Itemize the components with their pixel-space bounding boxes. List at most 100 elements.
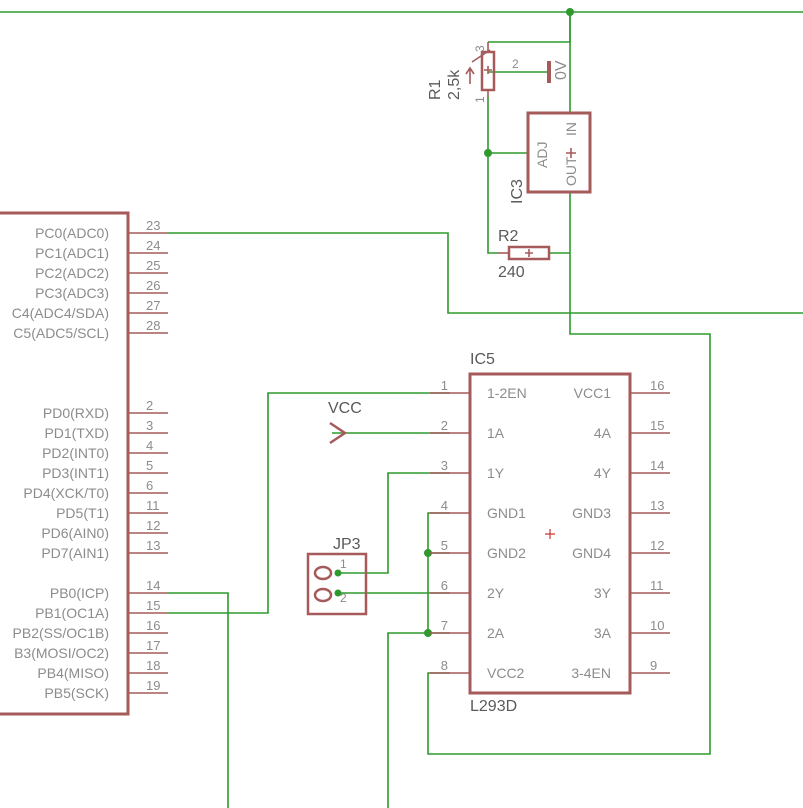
ic3-body: [526, 111, 592, 194]
mcu-pin-name: PB0(ICP): [50, 585, 109, 601]
ic5-right-pin-number: 14: [650, 458, 664, 473]
r1-plus-mark: [484, 66, 492, 74]
ic5-right-pin-number: 11: [650, 578, 664, 593]
ic5-right-pin-name: 4A: [594, 425, 612, 441]
mcu-pin-name: PD0(RXD): [43, 405, 109, 421]
ic5-left-pin-name: GND1: [487, 505, 526, 521]
mcu-pin-number: 15: [146, 598, 160, 613]
mcu-pin-number: 12: [146, 518, 160, 533]
ic5-body: [468, 372, 632, 695]
wire-rail-to-r1: [488, 12, 571, 43]
wires: [0, 11, 803, 808]
ic5-left-pin-name: 2A: [487, 625, 505, 641]
ic5-left-pin-name: GND2: [487, 545, 526, 561]
mcu-pin-name: PC2(ADC2): [35, 265, 109, 281]
ic5-name: IC5: [470, 351, 495, 368]
mcu-pin-number: 4: [146, 438, 153, 453]
ic3-name: IC3: [509, 179, 526, 204]
jp3-pad-1: [313, 565, 333, 581]
ic5-right-pin-name: VCC1: [574, 385, 612, 401]
ic5-left-pin-number: 3: [441, 458, 448, 473]
mcu-pin-name: PB2(SS/OC1B): [13, 625, 109, 641]
ic5-left-pin-number: 1: [441, 378, 448, 393]
mcu-pin-name: PD3(INT1): [42, 465, 109, 481]
mcu-body: [0, 211, 130, 716]
r1-pin3-num: 3: [473, 45, 487, 52]
mcu-pin-name: B3(MOSI/OC2): [14, 645, 109, 661]
wire-ic3-out: [427, 193, 711, 755]
vcc-arrow: [329, 421, 348, 445]
mcu-pin-name: PB4(MISO): [37, 665, 109, 681]
vcc-label: VCC: [328, 400, 362, 417]
mcu-pin-name: PD1(TXD): [44, 425, 109, 441]
jp3-pin1-num: 1: [340, 557, 347, 571]
r2-value: 240: [498, 264, 525, 281]
mcu-pin-number: 17: [146, 638, 160, 653]
wire-pc0: [168, 232, 803, 314]
ic5-left-pin-number: 4: [441, 498, 448, 513]
ic3-adj-label: ADJ: [534, 142, 550, 168]
junction-dot: [484, 149, 492, 157]
mcu-pin-name: PC1(ADC1): [35, 245, 109, 261]
mcu-pin-number: 2: [146, 398, 153, 413]
r2-plus-mark: [525, 249, 533, 257]
r1-pin1-num: 1: [473, 96, 487, 103]
ic5-left-pin-name: 1-2EN: [487, 385, 527, 401]
wire-pb1-en: [168, 392, 450, 614]
r1-wiper-arrow: [465, 49, 491, 84]
mcu-pin-number: 25: [146, 258, 160, 273]
wire-gnd-bus: [427, 512, 450, 633]
ic5-right-pin-number: 10: [650, 618, 664, 633]
mcu-pin-number: 24: [146, 238, 160, 253]
mcu-symbol: PC0(ADC0)23PC1(ADC1)24PC2(ADC2)25PC3(ADC…: [0, 211, 168, 716]
junction-dot: [424, 629, 432, 637]
jp3-pad-2: [313, 587, 333, 603]
wire-pb0: [168, 592, 229, 808]
junction-dot: [334, 589, 342, 597]
ic5-left-pin-name: VCC2: [487, 665, 525, 681]
ic5-right-pin-number: 13: [650, 498, 664, 513]
junction-dot: [334, 569, 342, 577]
mcu-pin-list: PC0(ADC0)23PC1(ADC1)24PC2(ADC2)25PC3(ADC…: [12, 218, 168, 701]
mcu-pin-number: 27: [146, 298, 160, 313]
vcc-symbol: VCC: [328, 400, 362, 445]
ic5-part: L293D: [470, 698, 517, 715]
mcu-pin-number: 23: [146, 218, 160, 233]
ic3-plus-mark: [566, 148, 576, 158]
junctions: [334, 8, 574, 637]
ic5-right-pin-name: 3-4EN: [571, 665, 611, 681]
r2-resistor: R2 240: [497, 228, 551, 281]
mcu-pin-name: PC0(ADC0): [35, 225, 109, 241]
ic5-left-pin-number: 6: [441, 578, 448, 593]
ic5-right-pin-number: 12: [650, 538, 664, 553]
mcu-pin-number: 14: [146, 578, 160, 593]
ic5-left-pin-number: 7: [441, 618, 448, 633]
wire-adj-node: [487, 97, 497, 254]
ic5-right-pin-name: GND3: [572, 505, 611, 521]
ic5-left-pin-name: 1Y: [487, 465, 505, 481]
jp3-name: JP3: [333, 536, 361, 553]
mcu-pin-name: PD4(XCK/T0): [23, 485, 109, 501]
mcu-pin-number: 28: [146, 318, 160, 333]
ic5-right-pin-number: 15: [650, 418, 664, 433]
ic5-right-pin-name: 3A: [594, 625, 612, 641]
ic5-right-pin-number: 9: [650, 658, 657, 673]
mcu-pin-number: 11: [146, 498, 160, 513]
mcu-pin-number: 16: [146, 618, 160, 633]
r2-name: R2: [498, 228, 519, 245]
ic5-right-pin-name: 4Y: [594, 465, 612, 481]
ic3-out-label: OUT: [563, 156, 579, 186]
ground-0v-symbol: 0V: [547, 60, 570, 83]
wire-1y-jp3: [338, 472, 450, 574]
mcu-pin-name: PB5(SCK): [44, 685, 109, 701]
junction-dot: [424, 549, 432, 557]
ic5-center-mark: [545, 529, 555, 539]
mcu-pin-name: PD6(AIN0): [41, 525, 109, 541]
mcu-pin-name: PD7(AIN1): [41, 545, 109, 561]
ic5-left-pin-name: 1A: [487, 425, 505, 441]
ic5-right-pin-name: 3Y: [594, 585, 612, 601]
r1-name: R1: [427, 79, 444, 100]
mcu-pin-number: 18: [146, 658, 160, 673]
